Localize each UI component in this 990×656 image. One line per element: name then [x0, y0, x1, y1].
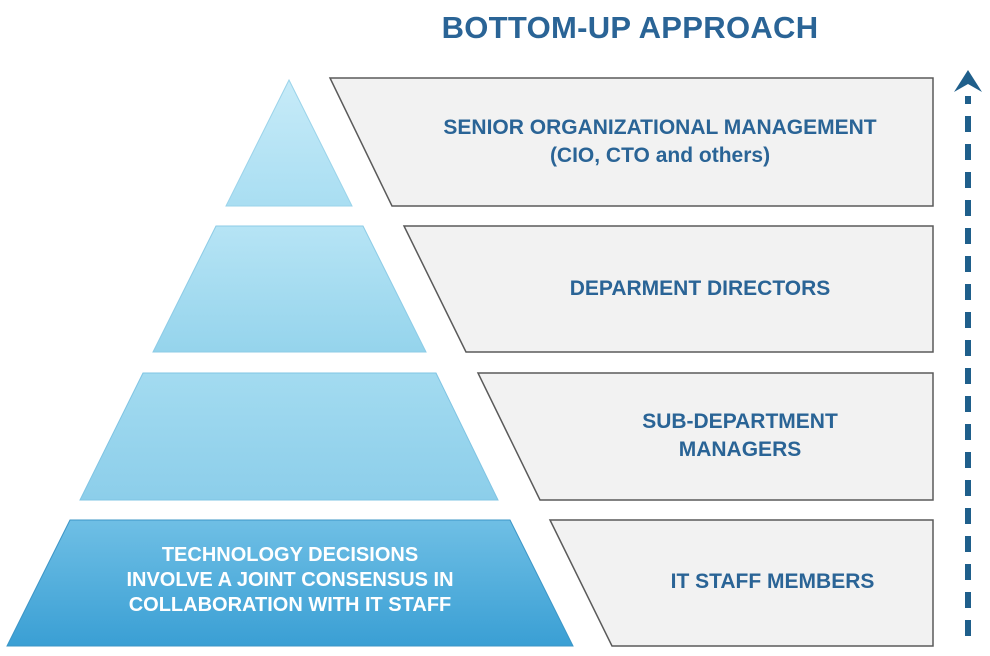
base-note-line: COLLABORATION WITH IT STAFF — [128, 594, 452, 616]
diagram-title: BOTTOM-UP APPROACH — [441, 10, 819, 45]
upward-arrow-icon — [954, 70, 982, 92]
pyramid-base-note: TECHNOLOGY DECISIONS INVOLVE A JOINT CON… — [40, 543, 540, 618]
level-band-directors — [402, 225, 934, 353]
pyramid-tier-top — [225, 78, 353, 207]
level-label-line: MANAGERS — [678, 438, 802, 461]
pyramid-tier-middle — [79, 372, 499, 501]
level-label-line: (CIO, CTO and others) — [549, 144, 771, 167]
base-note-line: TECHNOLOGY DECISIONS — [161, 544, 419, 566]
pyramid-tier-upper — [152, 225, 427, 353]
base-note-line: INVOLVE A JOINT CONSENSUS IN — [126, 569, 454, 591]
level-label-line: IT STAFF MEMBERS — [670, 570, 875, 593]
level-label-senior: SENIOR ORGANIZATIONAL MANAGEMENT (CIO, C… — [380, 114, 940, 170]
level-label-line: SENIOR ORGANIZATIONAL MANAGEMENT — [443, 116, 877, 139]
level-label-staff: IT STAFF MEMBERS — [585, 568, 960, 596]
level-band-senior — [328, 77, 934, 207]
pyramid-tier-base — [6, 519, 574, 647]
level-label-directors: DEPARMENT DIRECTORS — [450, 275, 950, 303]
level-label-managers: SUB-DEPARTMENT MANAGERS — [520, 408, 960, 464]
level-label-line: DEPARMENT DIRECTORS — [569, 277, 831, 300]
level-band-staff — [548, 519, 934, 647]
level-label-line: SUB-DEPARTMENT — [642, 410, 838, 433]
level-band-managers — [476, 372, 934, 501]
